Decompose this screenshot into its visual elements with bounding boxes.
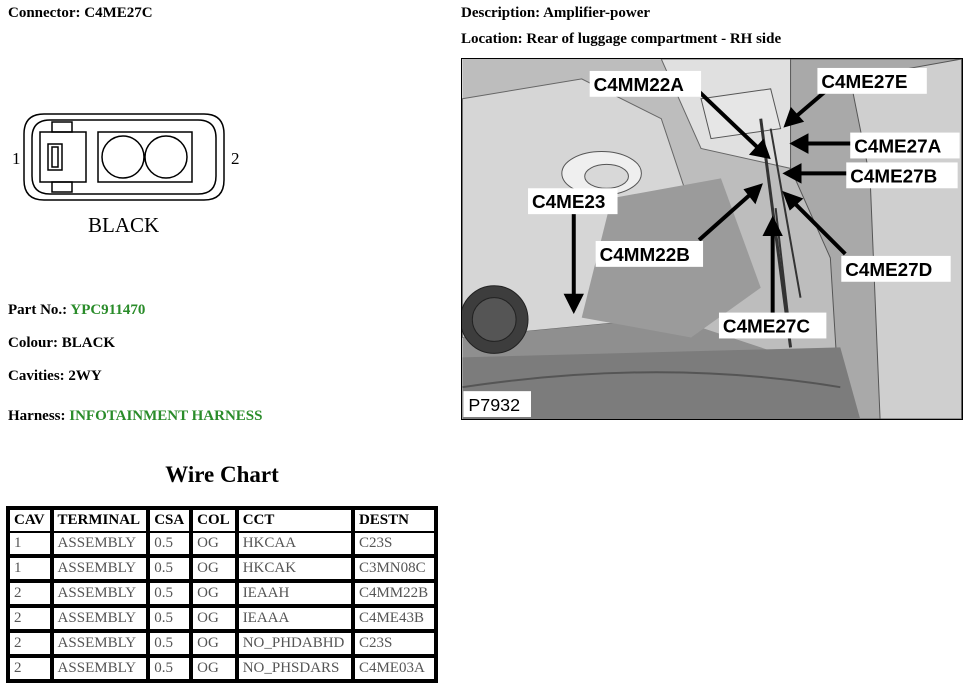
description-label: Description: Amplifier-power [461, 5, 651, 21]
callout-c4me27e: C4ME27E [821, 72, 907, 93]
cell-terminal: ASSEMBLY [52, 657, 150, 680]
cell-terminal: ASSEMBLY [52, 532, 150, 557]
callout-c4me23: C4ME23 [532, 192, 605, 213]
cell-terminal: ASSEMBLY [52, 582, 150, 607]
cell-cct: HKCAK [237, 557, 354, 582]
cell-destn: C4ME43B [353, 607, 435, 632]
colour-value: BLACK [61, 335, 116, 351]
callout-c4me27a: C4ME27A [854, 136, 941, 157]
cell-cav: 2 [9, 657, 53, 680]
table-row: 1 ASSEMBLY 0.5 OG HKCAA C23S [9, 532, 435, 557]
cell-cct: NO_PHDABHD [237, 632, 354, 657]
cell-destn: C23S [353, 632, 435, 657]
cell-terminal: ASSEMBLY [52, 632, 150, 657]
table-row: 2 ASSEMBLY 0.5 OG NO_PHDABHD C23S [9, 632, 435, 657]
wire-chart-title: Wire Chart [165, 462, 279, 487]
connector-label: Connector: C4ME27C [8, 5, 153, 21]
header-destn: DESTN [353, 509, 435, 532]
header-csa: CSA [149, 509, 193, 532]
cell-cav: 1 [9, 532, 53, 557]
colour-label: Colour: BLACK [8, 335, 116, 351]
description-value: Amplifier-power [543, 5, 651, 21]
callout-c4me27b: C4ME27B [850, 166, 937, 187]
cell-destn: C3MN08C [353, 557, 435, 582]
cell-cav: 2 [9, 607, 53, 632]
table-row: 1 ASSEMBLY 0.5 OG HKCAK C3MN08C [9, 557, 435, 582]
header-cct: CCT [237, 509, 354, 532]
connector-value: C4ME27C [84, 5, 153, 21]
table-row: 2 ASSEMBLY 0.5 OG IEAAA C4ME43B [9, 607, 435, 632]
cell-csa: 0.5 [149, 607, 193, 632]
cell-cct: HKCAA [237, 532, 354, 557]
cell-terminal: ASSEMBLY [52, 557, 150, 582]
diagram-colour-label: BLACK [88, 213, 159, 237]
cell-terminal: ASSEMBLY [52, 607, 150, 632]
header-col: COL [192, 509, 238, 532]
cell-col: OG [192, 582, 238, 607]
cell-csa: 0.5 [149, 657, 193, 680]
connector-face-diagram: 1 2 BLACK [12, 113, 240, 237]
cell-csa: 0.5 [149, 557, 193, 582]
location-label: Location: Rear of luggage compartment - … [461, 31, 782, 47]
cell-cct: NO_PHSDARS [237, 657, 354, 680]
callout-c4mm22a: C4MM22A [594, 75, 685, 96]
part-no-label: Part No.: YPC911470 [8, 302, 146, 318]
cell-cav: 2 [9, 582, 53, 607]
cavities-label: Cavities: 2WY [8, 368, 102, 384]
table-row: 2 ASSEMBLY 0.5 OG NO_PHSDARS C4ME03A [9, 657, 435, 680]
callout-c4me27c: C4ME27C [723, 316, 810, 337]
cavities-value: 2WY [68, 368, 102, 384]
pin-1-label: 1 [12, 149, 21, 168]
cell-destn: C4MM22B [353, 582, 435, 607]
cell-col: OG [192, 607, 238, 632]
part-no-value: YPC911470 [70, 302, 146, 318]
harness-value: INFOTAINMENT HARNESS [69, 408, 263, 424]
cell-col: OG [192, 632, 238, 657]
location-photo: C4MM22A C4ME27E C4ME27A C4ME27B C4ME23 C… [461, 58, 963, 420]
harness-label: Harness: INFOTAINMENT HARNESS [8, 408, 263, 424]
header-terminal: TERMINAL [52, 509, 150, 532]
cell-cav: 2 [9, 632, 53, 657]
wire-chart-table: CAV TERMINAL CSA COL CCT DESTN 1 ASSEMBL… [6, 506, 438, 683]
location-value: Rear of luggage compartment - RH side [526, 31, 782, 47]
cell-col: OG [192, 657, 238, 680]
photo-reference: P7932 [468, 395, 520, 415]
cell-cct: IEAAA [237, 607, 354, 632]
table-row: 2 ASSEMBLY 0.5 OG IEAAH C4MM22B [9, 582, 435, 607]
cell-col: OG [192, 532, 238, 557]
callout-c4mm22b: C4MM22B [600, 245, 690, 266]
cell-csa: 0.5 [149, 532, 193, 557]
pin-2-label: 2 [231, 149, 240, 168]
cell-col: OG [192, 557, 238, 582]
cell-cav: 1 [9, 557, 53, 582]
cell-destn: C23S [353, 532, 435, 557]
cell-destn: C4ME03A [353, 657, 435, 680]
callout-c4me27d: C4ME27D [845, 260, 932, 281]
cell-cct: IEAAH [237, 582, 354, 607]
table-header-row: CAV TERMINAL CSA COL CCT DESTN [9, 509, 435, 532]
cell-csa: 0.5 [149, 632, 193, 657]
header-cav: CAV [9, 509, 53, 532]
cell-csa: 0.5 [149, 582, 193, 607]
